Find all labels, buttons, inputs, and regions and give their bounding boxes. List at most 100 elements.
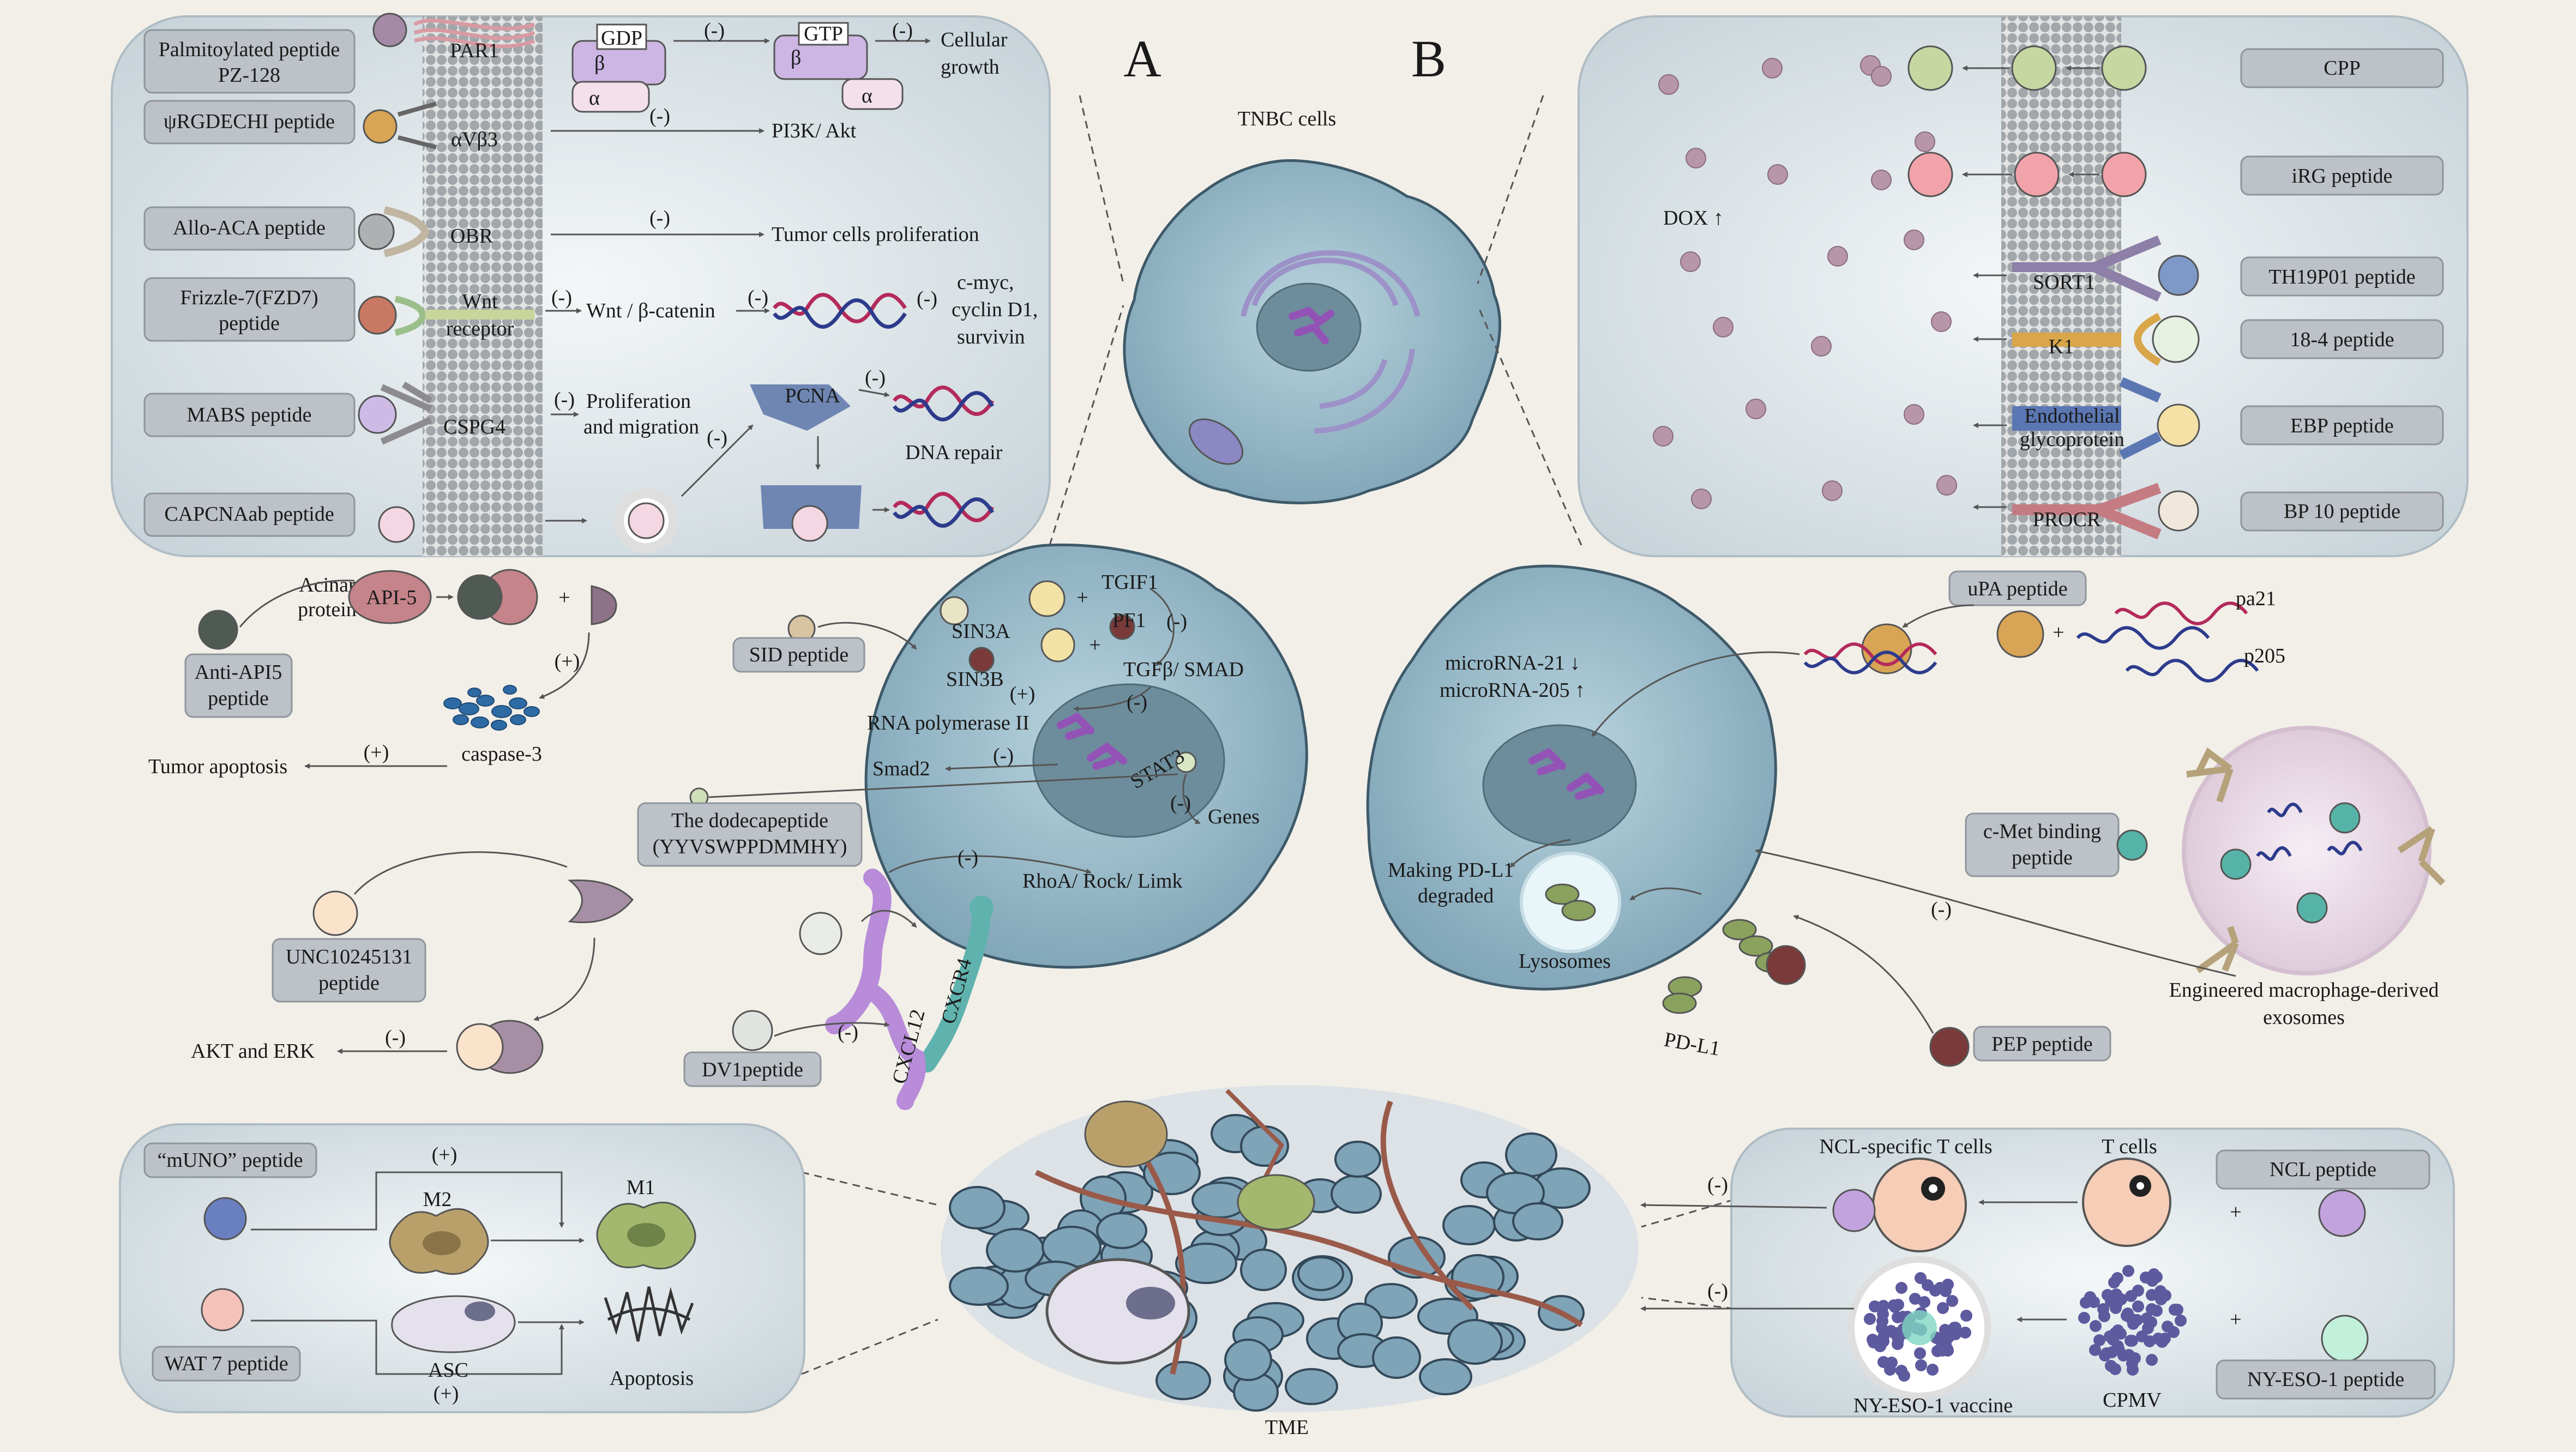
- tgif-plus: +: [1076, 586, 1088, 609]
- genes-label: Genes: [1208, 805, 1260, 828]
- cpp-label: CPP: [2324, 57, 2361, 80]
- particle-dot: [2155, 1293, 2167, 1305]
- unc-ball: [312, 890, 358, 936]
- particle-dot: [1915, 1359, 1927, 1371]
- exo-label-2: exosomes: [2263, 1006, 2345, 1029]
- cmyc-neg: (-): [917, 287, 937, 310]
- tme-cell: [1442, 1205, 1496, 1245]
- p184-label: 18-4 peptide: [2290, 328, 2394, 351]
- particle-dot: [1864, 1313, 1876, 1325]
- sid-label: SID peptide: [749, 643, 849, 666]
- rnapol-pos: (+): [1010, 683, 1036, 706]
- tme-cell: [1240, 1249, 1287, 1291]
- cmyc-label: c-myc,: [957, 271, 1014, 294]
- th19p01-box: TH19P01 peptide: [2240, 256, 2444, 297]
- obr-label: OBR: [450, 225, 493, 248]
- cpp-ball-2: [2011, 45, 2057, 91]
- nyeso-plus: +: [2230, 1308, 2241, 1331]
- cmet-label-1: c-Met binding: [1983, 820, 2101, 843]
- akt-neg: (-): [385, 1026, 406, 1049]
- growth-label: growth: [941, 56, 1000, 79]
- ncl-t-cell: [1872, 1158, 1967, 1252]
- sid-peptide-box: SID peptide: [732, 637, 865, 673]
- pdl1-label: PD-L1: [1662, 1028, 1722, 1061]
- cxcl12-ball: [799, 912, 842, 955]
- dox-dots: [1653, 55, 1957, 509]
- pi3k-label: PI3K/ Akt: [772, 119, 857, 142]
- exo-neg: (-): [1931, 898, 1952, 921]
- cpp-ball-3: [2101, 45, 2147, 91]
- pcna-label: PCNA: [785, 384, 840, 407]
- wat7-peptide-box: WAT 7 peptide: [152, 1346, 301, 1382]
- sort1-label: SORT1: [2033, 271, 2095, 294]
- endo-label-2: glycoprotein: [2020, 428, 2124, 451]
- bp10-label: BP 10 peptide: [2284, 500, 2400, 523]
- particle-dot: [2142, 1322, 2154, 1334]
- cellular-label: Cellular: [941, 28, 1008, 51]
- pz128-label: PZ-128: [218, 64, 280, 87]
- tumor-prolif-label: Tumor cells proliferation: [772, 223, 979, 246]
- cpmv-particles: [2078, 1265, 2187, 1376]
- tme-cell: [1175, 1243, 1237, 1284]
- particle-dot: [1895, 1282, 1907, 1294]
- particle-dot: [2151, 1305, 2163, 1317]
- particle-dot: [1937, 1302, 1949, 1314]
- k1-receptor: [2012, 333, 2121, 347]
- tme-cell: [1096, 1212, 1147, 1249]
- rhoa-label: RhoA/ Rock/ Limk: [1022, 870, 1182, 893]
- dv1-ball: [732, 1010, 773, 1051]
- sin3b-label: SIN3B: [946, 668, 1004, 691]
- alpha-label-2: α: [862, 85, 872, 107]
- palmitoylated-peptide-label: Palmitoylated peptide: [159, 38, 340, 61]
- particle-dot: [2168, 1326, 2180, 1338]
- capcnaab-neg: (-): [707, 426, 727, 449]
- gdp-gtp-neg: (-): [704, 19, 725, 42]
- rgdechi-label: ψRGDECHI peptide: [164, 110, 335, 133]
- upa-label: uPA peptide: [1967, 577, 2067, 600]
- muno-pos: (+): [432, 1143, 458, 1166]
- procr-label: PROCR: [2033, 508, 2101, 531]
- sort1-receptor: [2012, 235, 2162, 302]
- tme-tissue: [941, 1085, 1639, 1412]
- pcna-shape: [750, 384, 851, 431]
- rnapol-neg: (-): [1127, 691, 1147, 714]
- alpha-label: α: [589, 87, 600, 110]
- tgif1-label: TGIF1: [1102, 571, 1158, 594]
- right-cell: [1366, 564, 1777, 991]
- nyeso-ball: [2321, 1315, 2369, 1363]
- tme-cell: [1372, 1336, 1421, 1379]
- dodecapeptide-box: The dodecapeptide (YYVSWPPDMMHY): [637, 802, 863, 867]
- particle-dot: [1909, 1293, 1921, 1305]
- nyeso-vaccine: [1848, 1256, 1991, 1399]
- dna-repair-label: DNA repair: [905, 441, 1003, 464]
- apoptosis-pos: (+): [364, 741, 389, 764]
- upa-peptide-box: uPA peptide: [1948, 570, 2087, 606]
- particle-dot: [1946, 1295, 1958, 1307]
- ncl-neg: (-): [1707, 1173, 1728, 1196]
- particle-dot: [2125, 1290, 2137, 1302]
- lysosomes-label: Lysosomes: [1519, 950, 1611, 973]
- tumor-apoptosis-label: Tumor apoptosis: [148, 755, 287, 778]
- particle-dot: [1940, 1285, 1952, 1297]
- tme-cell: [949, 1267, 1009, 1306]
- cxcl12-shape: [864, 984, 926, 1110]
- nyeso-vaccine-label: NY-ESO-1 vaccine: [1853, 1394, 2013, 1417]
- nyeso-neg: (-): [1707, 1280, 1728, 1303]
- irg-ball-2: [2014, 152, 2060, 197]
- particle-dot: [2089, 1344, 2101, 1356]
- receptor-label: receptor: [446, 317, 514, 340]
- particle-dot: [2151, 1271, 2163, 1283]
- particle-dot: [2102, 1289, 2114, 1301]
- panel-label-b: B: [1411, 29, 1446, 88]
- palmitoylated-peptide-box: Palmitoylated peptide PZ-128: [143, 29, 356, 94]
- endothelial-receptor: [2012, 377, 2162, 460]
- particle-dot: [1918, 1296, 1930, 1308]
- unc-peptide-box: UNC10245131 peptide: [272, 938, 426, 1003]
- pep-ball: [1929, 1027, 1970, 1067]
- endo-label-1: Endothelial: [2024, 405, 2120, 427]
- wnt-neg: (-): [551, 286, 572, 309]
- allo-aca-label: Allo-ACA peptide: [173, 216, 326, 239]
- muno-peptide-box: “mUNO” peptide: [143, 1142, 317, 1178]
- ncl-ball-bound: [1832, 1189, 1876, 1232]
